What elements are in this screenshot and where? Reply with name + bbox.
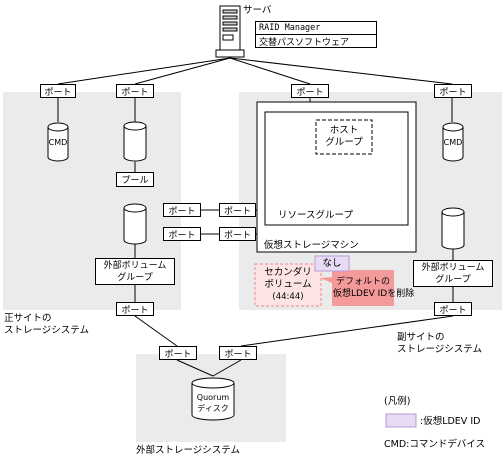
secondary-volume-line1: セカンダリ (264, 267, 312, 278)
external-volume-group-secondary: 外部ボリューム グループ (413, 260, 493, 287)
external-volume-primary (123, 203, 147, 245)
resource-group-label: リソースグループ (278, 210, 353, 221)
port-secondary-2: ポート (434, 84, 472, 98)
external-volume-group-line2: グループ (435, 274, 471, 285)
primary-site-line1: 正サイトの (4, 313, 52, 324)
quorum-disk (191, 377, 235, 421)
host-group-line1: ホスト (329, 125, 359, 136)
port-quorum-1: ポート (159, 346, 197, 360)
legend-cmd: CMD:コマンドデバイス (384, 439, 486, 450)
port-secondary-quorum: ポート (434, 302, 472, 316)
default-delete-label: デフォルトの 仮想LDEV IDを削除 (333, 276, 415, 300)
secondary-site-line2: ストレージシステム (397, 344, 483, 355)
external-volume-group-line2: グループ (117, 272, 153, 283)
host-group-line2: グループ (325, 137, 363, 148)
cmd-volume-primary (47, 122, 69, 162)
virtual-storage-machine-label: 仮想ストレージマシン (264, 240, 359, 251)
server-label: サーバ (243, 5, 272, 16)
secondary-volume-label: セカンダリ ボリューム (44:44) (255, 267, 321, 303)
port-primary-quorum: ポート (116, 302, 154, 316)
quorum-line2: ディスク (197, 404, 229, 413)
port-primary-2: ポート (116, 84, 154, 98)
cmd-label-primary: CMD (48, 138, 68, 147)
legend-virtual-ldev: :仮想LDEV ID (420, 416, 481, 427)
secondary-volume-box (254, 263, 322, 307)
pool-volume (123, 121, 147, 162)
quorum-label: Quorum ディスク (192, 392, 234, 414)
external-storage-label: 外部ストレージシステム (136, 445, 241, 456)
server-icon (215, 5, 245, 58)
port-primary-ext-2: ポート (163, 227, 201, 241)
port-secondary-1: ポート (291, 84, 329, 98)
external-volume-secondary (441, 207, 465, 250)
pool-box: プール (116, 172, 154, 187)
primary-site-line2: ストレージシステム (4, 325, 90, 336)
quorum-line1: Quorum (196, 393, 230, 402)
cmd-volume-secondary (442, 122, 464, 162)
host-group-label: ホスト グループ (316, 125, 372, 149)
secondary-site-line1: 副サイトの (397, 332, 445, 343)
delete-callout (320, 270, 394, 306)
external-volume-group-line1: 外部ボリューム (421, 262, 485, 273)
port-quorum-2: ポート (219, 346, 257, 360)
cmd-label-secondary: CMD (443, 138, 463, 147)
external-volume-group-line1: 外部ボリューム (103, 260, 167, 271)
raid-manager-box: RAID Manager (255, 21, 377, 35)
secondary-site-label: 副サイトの ストレージシステム (397, 332, 482, 356)
virtual-ldev-none-label: なし (322, 258, 342, 269)
primary-site-label: 正サイトの ストレージシステム (4, 313, 89, 337)
path-software-box: 交替パスソフトウェア (255, 34, 377, 48)
legend-title: (凡例) (384, 396, 411, 407)
external-volume-group-primary: 外部ボリューム グループ (95, 258, 175, 285)
host-group-box (315, 119, 373, 155)
port-secondary-ext-1: ポート (219, 203, 256, 217)
secondary-volume-line2: ボリューム (264, 279, 312, 290)
port-primary-1: ポート (40, 84, 76, 98)
virtual-ldev-none-box (314, 255, 350, 272)
secondary-volume-line3: (44:44) (272, 292, 304, 302)
port-secondary-ext-2: ポート (219, 227, 256, 241)
default-delete-line2: 仮想LDEV IDを削除 (333, 289, 415, 299)
port-primary-ext-1: ポート (163, 203, 201, 217)
default-delete-line1: デフォルトの (335, 277, 390, 287)
legend-swatch (385, 413, 417, 428)
